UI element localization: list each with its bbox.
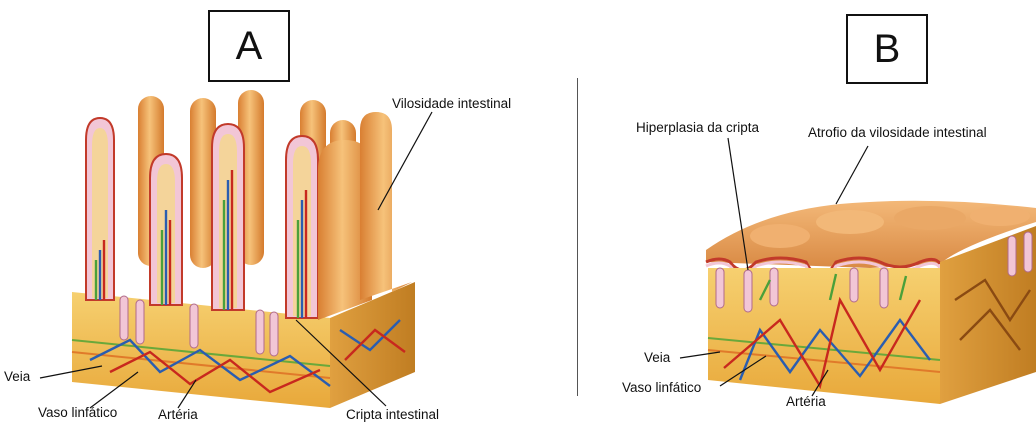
panel-b-illustration [706,201,1036,404]
label-villus: Vilosidade intestinal [392,96,511,111]
label-lymph-b: Vaso linfático [622,380,701,395]
label-artery-a: Artéria [158,407,198,422]
label-vein-a: Veia [4,369,31,384]
label-vein-b: Veia [644,350,671,365]
label-artery-b: Artéria [786,394,826,409]
label-crypt-hyperplasia: Hiperplasia da cripta [636,120,760,135]
label-crypt-a: Cripta intestinal [346,407,439,422]
panel-a-illustration [72,90,415,408]
label-lymph-a: Vaso linfático [38,405,117,420]
label-villus-atrophy: Atrofio da vilosidade intestinal [808,125,987,140]
